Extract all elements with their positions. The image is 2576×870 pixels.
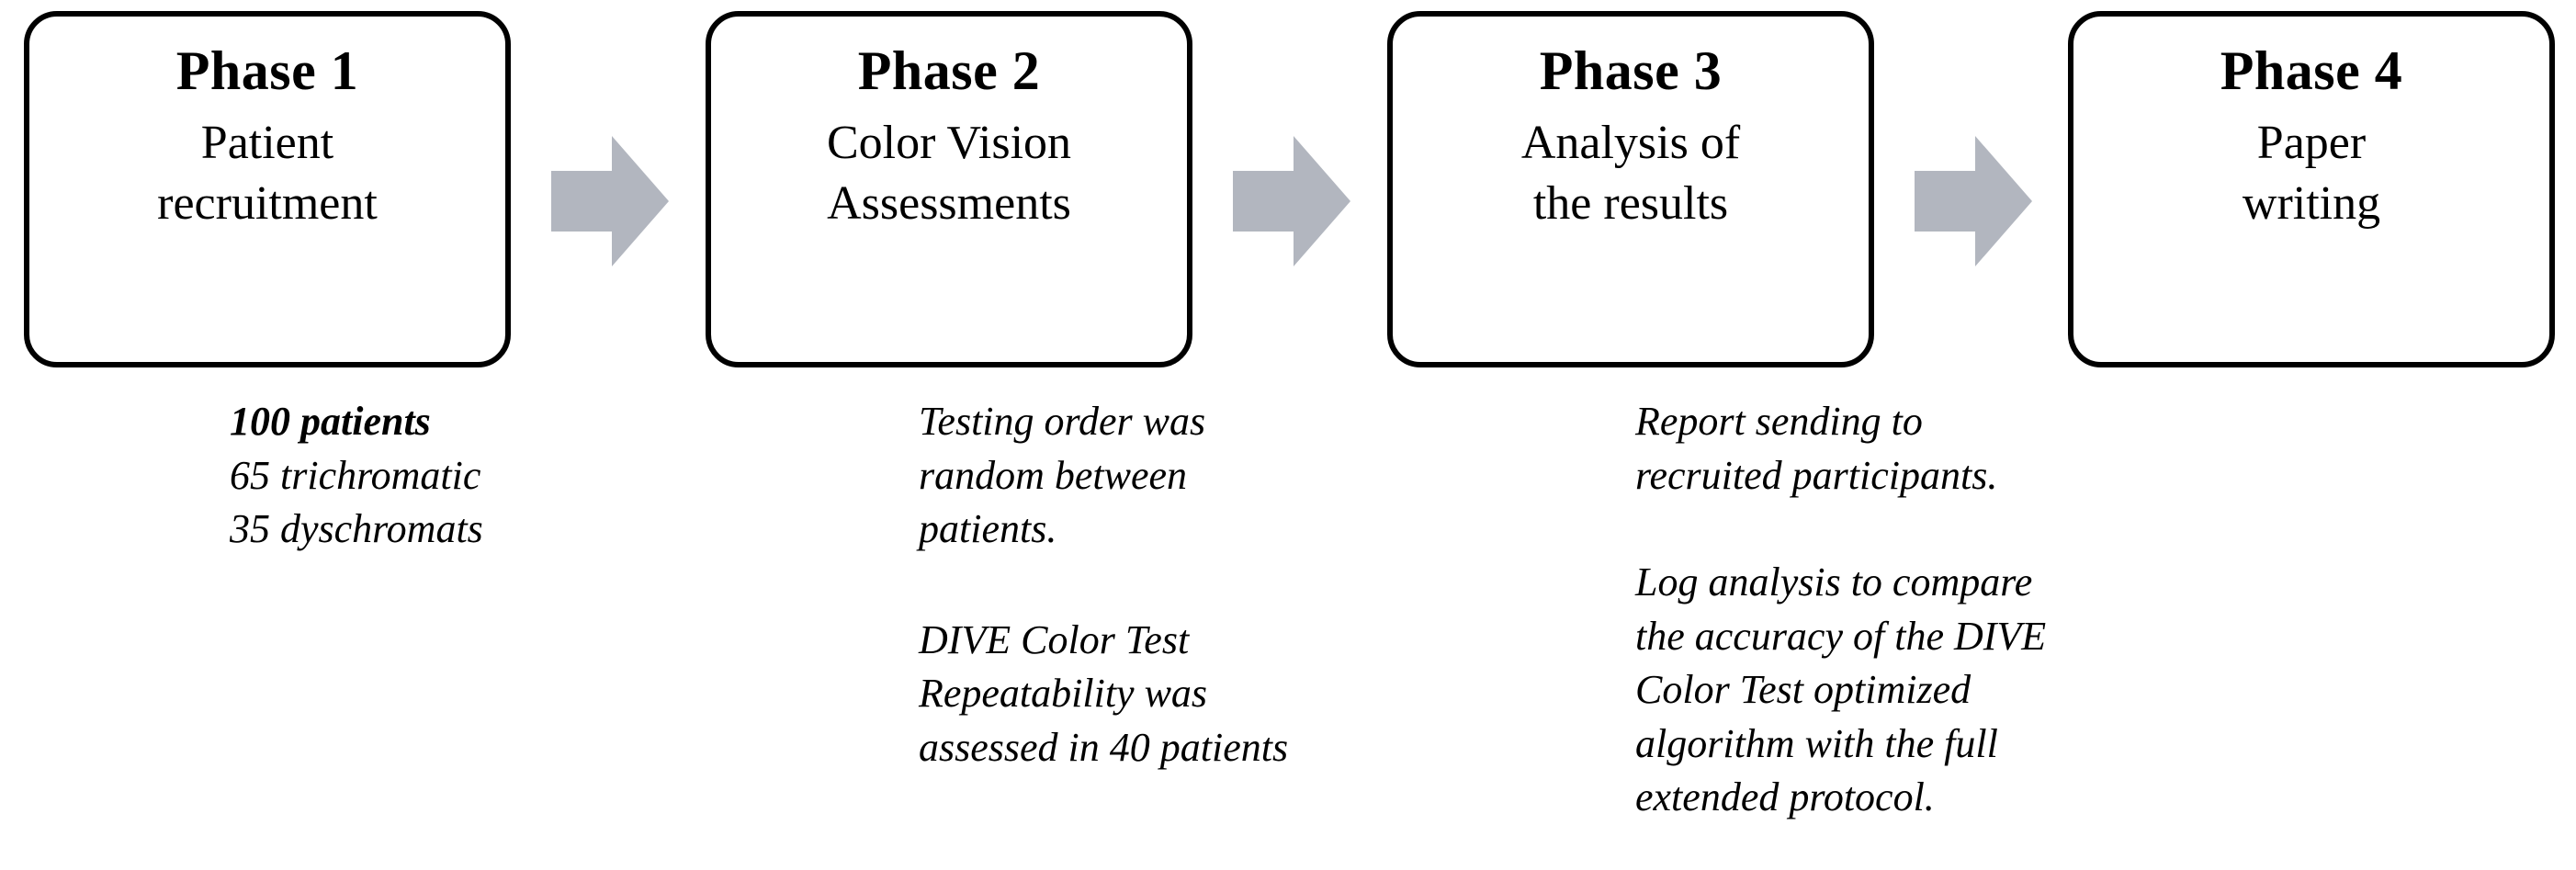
caption-phase1-total: 100 patients — [230, 399, 431, 444]
phase-4-title: Phase 4 — [2220, 40, 2403, 101]
phase-4-subtitle: Paper writing — [2242, 117, 2381, 230]
caption-phase3-report-sending: Report sending to recruited participants… — [1635, 399, 1998, 498]
caption-phase2-repeatability: DIVE Color Test Repeatability was assess… — [919, 616, 1289, 770]
phase-1-captions: 100 patients 65 trichromatic 35 dyschrom… — [230, 395, 625, 557]
caption-phase1-trichromatic: 65 trichromatic — [230, 452, 481, 498]
phase-box-3[interactable]: Phase 3 Analysis of the results — [1387, 11, 1874, 367]
phase-box-2[interactable]: Phase 2 Color Vision Assessments — [706, 11, 1192, 367]
arrow-right-icon-3 — [1915, 136, 2032, 266]
phase-box-4[interactable]: Phase 4 Paper writing — [2068, 11, 2555, 367]
phase-2-captions: Testing order was random between patient… — [919, 395, 1396, 774]
phase-3-captions: Report sending to recruited participants… — [1635, 395, 2131, 825]
phase-3-title: Phase 3 — [1539, 40, 1723, 101]
caption-spacer — [919, 557, 1396, 614]
arrow-right-icon-1 — [551, 136, 669, 266]
caption-phase2-testing-order: Testing order was random between patient… — [919, 399, 1206, 552]
phase-captions-row: 100 patients 65 trichromatic 35 dyschrom… — [0, 395, 2576, 870]
phase-box-1[interactable]: Phase 1 Patient recruitment — [24, 11, 511, 367]
phase-2-subtitle: Color Vision Assessments — [826, 117, 1072, 230]
phase-boxes-row: Phase 1 Patient recruitment Phase 2 Colo… — [0, 0, 2576, 377]
phase-2-title: Phase 2 — [857, 40, 1041, 101]
caption-phase3-log-analysis: Log analysis to compare the accuracy of … — [1635, 559, 2047, 820]
phase-1-subtitle: Patient recruitment — [157, 117, 378, 230]
phase-1-title: Phase 1 — [175, 40, 359, 101]
phase-3-subtitle: Analysis of the results — [1520, 117, 1741, 230]
caption-phase1-dyschromats: 35 dyschromats — [230, 506, 483, 552]
caption-spacer — [1635, 503, 2131, 556]
arrow-right-icon-2 — [1233, 136, 1350, 266]
